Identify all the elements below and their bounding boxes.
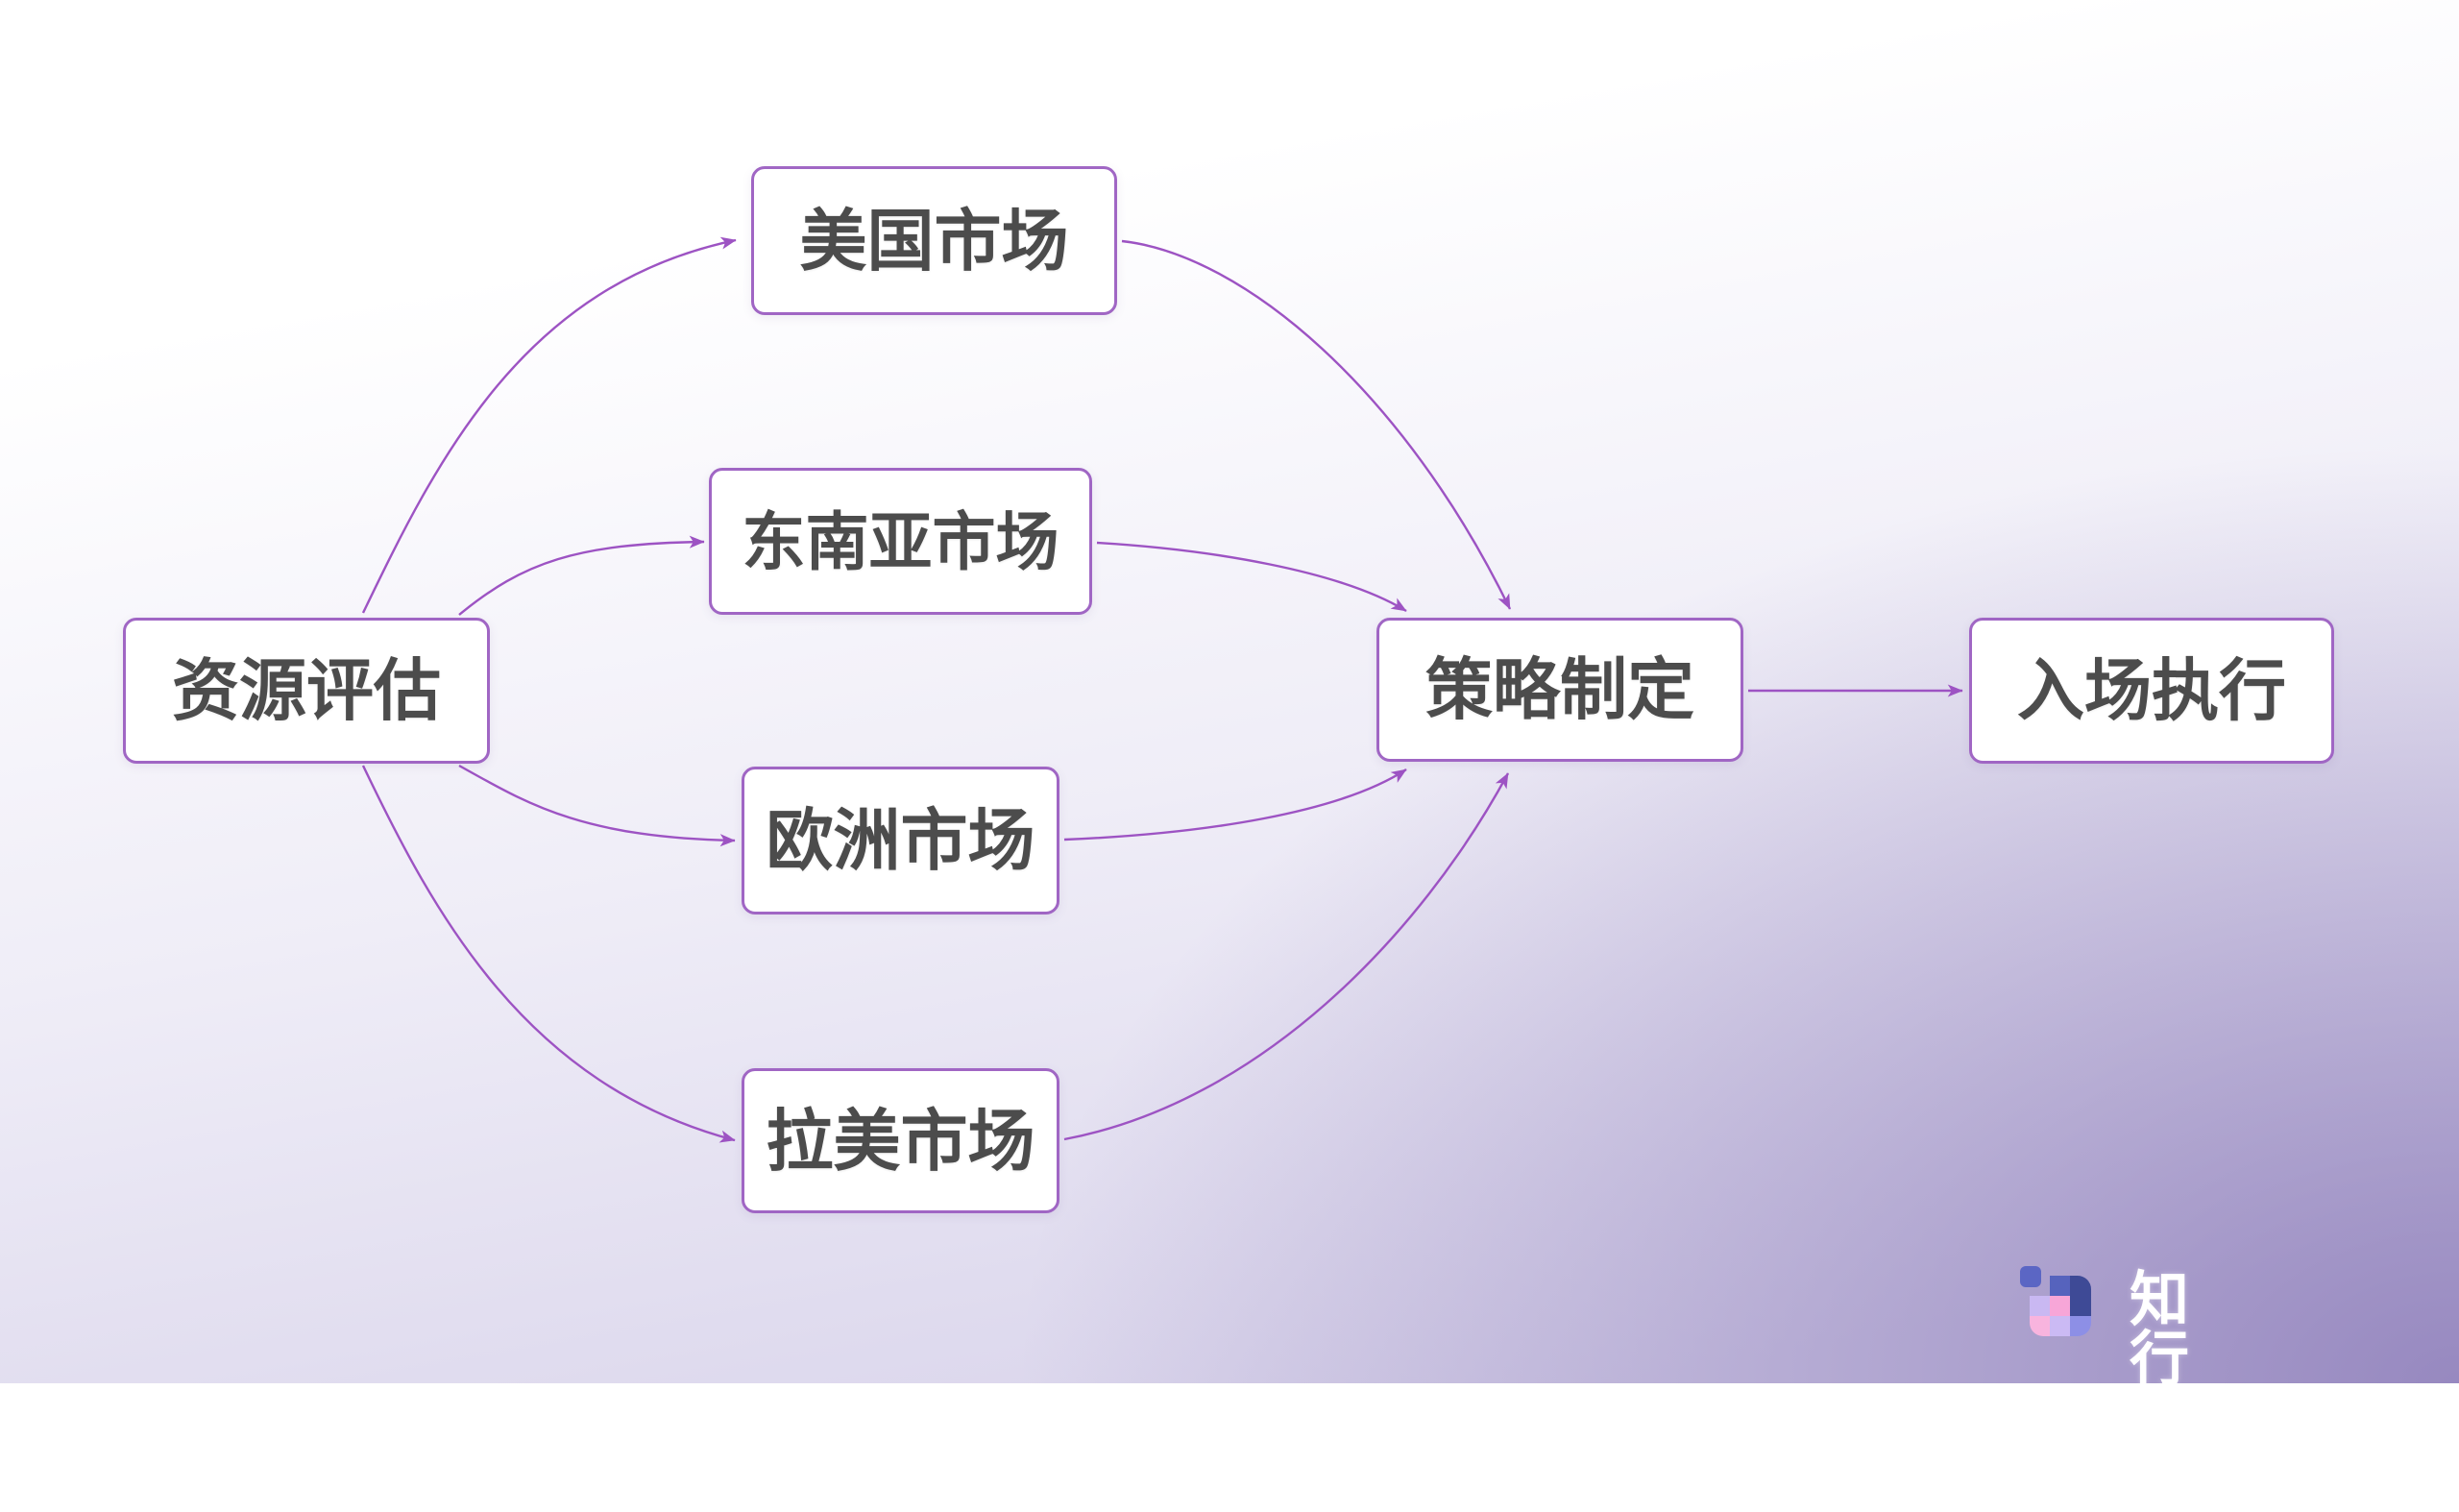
edge-latam-to-strategy — [1063, 772, 1510, 1141]
logo-wordmark: 知行奇点 — [2130, 1267, 2199, 1512]
logo-mark-cell-3 — [2030, 1296, 2050, 1316]
node-entry-execution: 入场执行 — [1969, 618, 2334, 764]
edge-europe-to-strategy — [1063, 768, 1407, 841]
edge-layer — [361, 236, 1963, 1143]
node-latam-market: 拉美市场 — [742, 1068, 1059, 1213]
logo-mark-cell-1 — [2050, 1276, 2070, 1296]
node-label-europe-market: 欧洲市场 — [766, 803, 1035, 878]
edge-us-to-strategy — [1121, 239, 1512, 610]
node-label-sea-market: 东南亚市场 — [742, 505, 1059, 577]
node-resource-assessment: 资源评估 — [123, 618, 490, 764]
node-label-us-market: 美国市场 — [799, 203, 1069, 279]
node-label-latam-market: 拉美市场 — [766, 1103, 1035, 1179]
logo-mark-cell-4 — [2050, 1296, 2070, 1316]
node-us-market: 美国市场 — [751, 166, 1117, 315]
logo-mark-cell-7 — [2050, 1316, 2070, 1336]
logo-mark-cell-0 — [2020, 1266, 2041, 1287]
edge-resource-to-sea — [458, 535, 705, 616]
edge-resource-to-us — [361, 236, 737, 614]
node-label-entry-execution: 入场执行 — [2017, 653, 2286, 728]
edge-resource-to-latam — [361, 765, 736, 1143]
node-label-resource-assessment: 资源评估 — [172, 653, 441, 728]
node-europe-market: 欧洲市场 — [742, 767, 1059, 915]
logo-mark-cell-5 — [2070, 1296, 2091, 1316]
node-label-strategy-formulation: 策略制定 — [1425, 652, 1694, 727]
node-sea-market: 东南亚市场 — [709, 468, 1092, 615]
logo-mark-cell-2 — [2070, 1276, 2091, 1296]
logo-mark-cell-8 — [2070, 1316, 2091, 1336]
edge-sea-to-strategy — [1096, 541, 1407, 613]
edge-resource-to-europe — [458, 764, 736, 847]
logo-mark-cell-6 — [2030, 1316, 2050, 1336]
node-strategy-formulation: 策略制定 — [1376, 618, 1743, 762]
